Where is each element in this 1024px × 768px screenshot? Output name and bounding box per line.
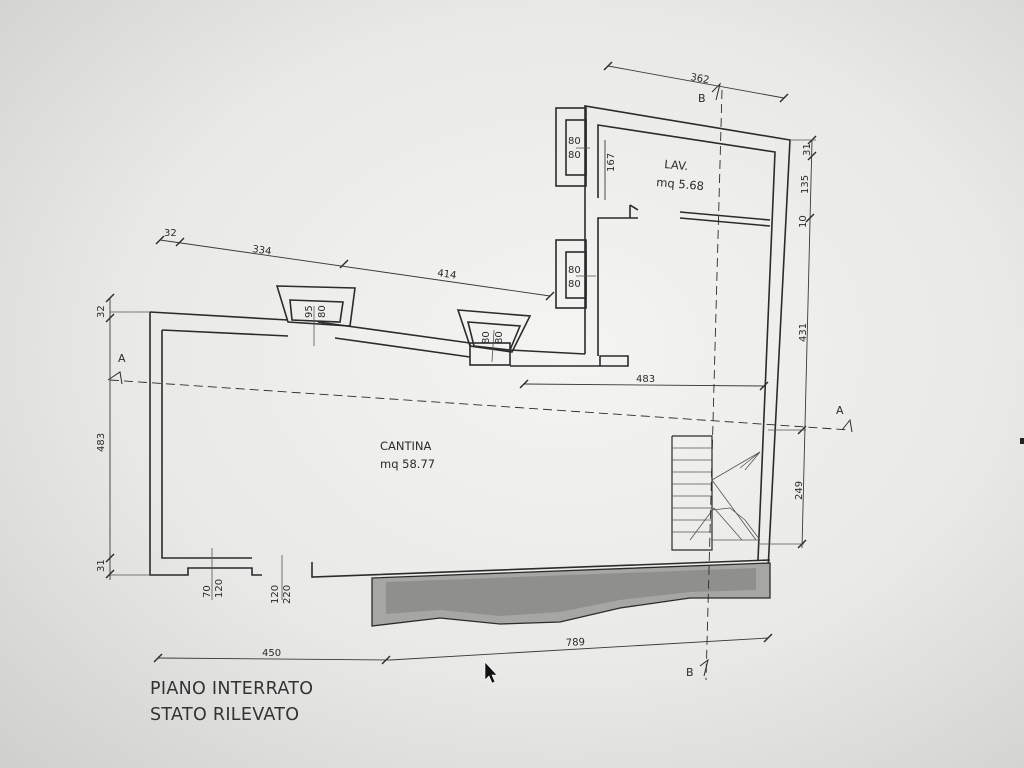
dim-niche-80d: 80 [568, 279, 581, 290]
dim-bottom-789: 789 [566, 637, 586, 649]
dim-bottom-450: 450 [262, 648, 281, 659]
dim-niche-80c: 80 [568, 265, 581, 276]
niches [275, 107, 587, 366]
section-mark-b-bottom: B [686, 666, 694, 679]
dim-niche-80g: 80 [494, 331, 505, 344]
drawing-title-line2: STATO RILEVATO [150, 705, 300, 725]
dim-inner-483: 483 [636, 374, 655, 385]
dim-niche-80e: 80 [317, 305, 328, 318]
section-mark-a-left: A [118, 352, 126, 365]
dimension-labels: 362 32 334 414 32 483 31 31 135 10 431 2… [96, 72, 813, 659]
screen-edge-mark [1020, 438, 1024, 444]
room-cantina-area: mq 58.77 [380, 457, 435, 471]
drawing-title-line1: PIANO INTERRATO [150, 679, 314, 699]
room-labels: CANTINA mq 58.77 LAV. mq 5.68 [380, 157, 705, 471]
room-lav-area: mq 5.68 [656, 175, 705, 193]
dimension-lines [105, 61, 817, 665]
dim-opening-120a: 120 [214, 579, 225, 598]
dim-right-431: 431 [798, 323, 809, 342]
dim-lav-167: 167 [606, 153, 617, 172]
dim-left-483: 483 [96, 433, 107, 452]
dim-niche-80f: 80 [481, 331, 492, 344]
outer-walls [149, 105, 791, 578]
room-lav-name: LAV. [664, 157, 689, 173]
slab-section [371, 562, 771, 627]
dim-opening-220: 220 [282, 585, 293, 604]
dim-left-32: 32 [96, 305, 107, 318]
dim-top-32: 32 [164, 228, 177, 239]
dim-niche-95: 95 [304, 305, 315, 318]
dim-right-10: 10 [798, 215, 809, 228]
section-lines [107, 82, 853, 681]
dim-niche-80a: 80 [568, 136, 581, 147]
room-cantina-name: CANTINA [380, 439, 432, 453]
staircase [671, 435, 761, 551]
section-marks: A A B B [118, 92, 844, 679]
mouse-cursor-icon [484, 661, 498, 684]
dim-right-31: 31 [802, 143, 813, 156]
dim-414: 414 [437, 268, 457, 282]
section-mark-b-top: B [698, 92, 706, 105]
dim-right-249: 249 [794, 481, 805, 500]
dim-opening-120b: 120 [270, 585, 281, 604]
section-mark-a-right: A [836, 404, 844, 417]
drawing-title: PIANO INTERRATO STATO RILEVATO [150, 676, 313, 728]
dim-niche-80b: 80 [568, 150, 581, 161]
dim-left-31: 31 [96, 559, 107, 572]
dim-opening-70: 70 [202, 585, 213, 598]
dim-362: 362 [689, 72, 710, 86]
dim-334: 334 [252, 244, 272, 258]
dim-right-135: 135 [800, 175, 811, 194]
